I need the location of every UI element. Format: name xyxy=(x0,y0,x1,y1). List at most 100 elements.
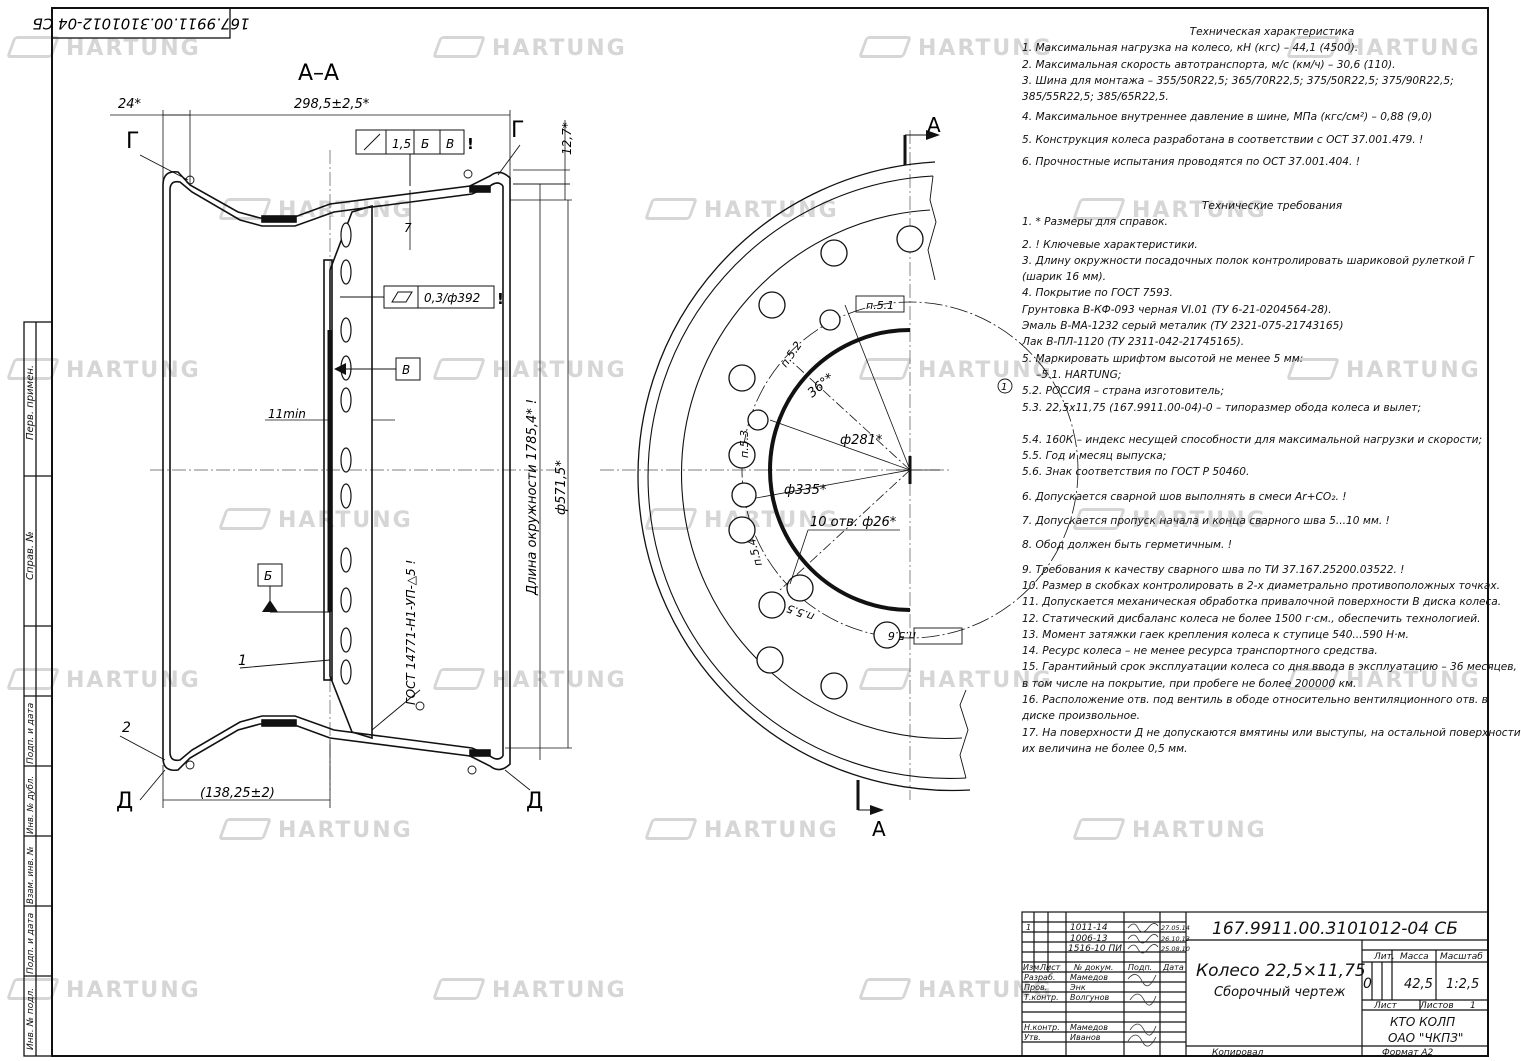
mark-p55: п.5.5 xyxy=(785,602,816,624)
req-line: диске произвольное. xyxy=(1022,710,1141,723)
datum-v xyxy=(345,357,421,381)
weld-note: ГОСТ 14771-Н1-УП-△5 ! xyxy=(404,560,418,705)
side-label-inv-podl: Инв. № подл. xyxy=(26,988,36,1050)
tb-hdr-izm: Изм. xyxy=(1023,963,1042,972)
req-line: 6. Допускается сварной шов выполнять в с… xyxy=(1022,490,1347,503)
req-line: (шарик 16 мм). xyxy=(1022,271,1107,284)
section-label: А–А xyxy=(298,61,339,86)
tb-hdr-date: Дата xyxy=(1162,963,1184,972)
side-strip xyxy=(23,321,53,1057)
tb-rev3-date: 25.08.10 xyxy=(1161,945,1190,953)
watermark: HARTUNG xyxy=(1071,198,1267,223)
req-line: 3. Длину окружности посадочных полок кон… xyxy=(1022,254,1474,267)
watermark: HARTUNG xyxy=(217,508,413,533)
spec-line: 4. Максимальное внутреннее давление в ши… xyxy=(1022,111,1433,124)
dim-7: 7 xyxy=(404,221,412,235)
dim-circumference: Длина окружности 1785,4* ! xyxy=(525,399,540,596)
mark-p52: п.5.2 xyxy=(778,339,805,370)
tb-scale-val: 1:2,5 xyxy=(1446,977,1479,992)
req-line: 5.2. РОССИЯ – страна изготовитель; xyxy=(1022,385,1225,398)
title-block xyxy=(1021,911,1489,1057)
req-line: 4. Покрытие по ГОСТ 7593. xyxy=(1022,287,1173,300)
tb-name: Колесо 22,5×11,75 xyxy=(1196,961,1366,981)
watermark: HARTUNG xyxy=(857,668,1053,693)
req-line: 15. Гарантийный срок эксплуатации колеса… xyxy=(1022,661,1517,674)
tb-sheets: Листов xyxy=(1419,1001,1454,1011)
req-line: 5. Маркировать шрифтом высотой не менее … xyxy=(1022,352,1304,365)
mark-p53: п.5.3 xyxy=(738,430,751,458)
spec-line: 6. Прочностные испытания проводятся по О… xyxy=(1022,156,1360,169)
svg-text:!: ! xyxy=(467,135,474,153)
section-arrow-bottom: А xyxy=(872,817,886,841)
hub-face-view xyxy=(637,161,1079,792)
watermark: HARTUNG xyxy=(5,358,201,383)
dim-offset: (138,25±2) xyxy=(200,786,275,801)
disc-holes xyxy=(340,222,352,685)
mark-p54: п.5.4 xyxy=(745,537,765,568)
spec-line: 1. Максимальная нагрузка на колесо, кН (… xyxy=(1022,42,1359,55)
watermark: HARTUNG xyxy=(431,978,627,1003)
watermark: HARTUNG xyxy=(217,818,413,843)
tb-rev1-doc: 1011-14 xyxy=(1070,923,1108,933)
side-label-inv-dubl: Инв. № дубл. xyxy=(26,776,36,834)
watermark: HARTUNG xyxy=(5,978,201,1003)
watermark: HARTUNG xyxy=(1071,508,1267,533)
vent-holes xyxy=(747,309,841,431)
label-g-right: Г xyxy=(511,118,524,143)
tb-role-2: Пров. xyxy=(1024,983,1047,992)
watermark: HARTUNG xyxy=(5,668,201,693)
tb-org2: ОАО "ЧКПЗ" xyxy=(1388,1031,1463,1045)
callout-2: 2 xyxy=(122,720,131,736)
watermark: HARTUNG xyxy=(431,36,627,61)
req-line: 17. На поверхности Д не допускаются вмят… xyxy=(1022,726,1521,739)
bolt-holes xyxy=(728,225,924,700)
tb-mass-val: 42,5 xyxy=(1404,977,1433,992)
flatness-tolerance-frame xyxy=(340,285,495,309)
tb-role-3: Т.контр. xyxy=(1024,993,1059,1002)
tb-doc-type: Сборочный чертеж xyxy=(1214,985,1346,1000)
side-label-podp2: Подп. и дата xyxy=(26,913,36,974)
technical-requirements: Технические требования 1. * Размеры для … xyxy=(1022,198,1521,757)
runout-datum-v: В xyxy=(446,137,454,151)
runout-value: 1,5 xyxy=(392,137,411,151)
req-line: 16. Расположение отв. под вентиль в обод… xyxy=(1022,694,1488,707)
tb-role-6: Утв. xyxy=(1024,1033,1041,1042)
req-line: 5.5. Год и месяц выпуска; xyxy=(1022,450,1167,463)
watermark: HARTUNG xyxy=(1071,818,1267,843)
tb-role-1: Разраб. xyxy=(1024,973,1055,982)
req-line: 14. Ресурс колеса – не менее ресурса тра… xyxy=(1022,645,1378,658)
tb-hdr-doc: № докум. xyxy=(1073,963,1113,972)
rim-profile xyxy=(162,170,511,772)
side-label-podp1: Подп. и дата xyxy=(26,703,36,764)
req-line: Эмаль В-МА-1232 серый металик (ТУ 2321-0… xyxy=(1022,320,1344,333)
req-line: 7. Допускается пропуск начала и конца св… xyxy=(1022,515,1390,528)
side-label-vzam: Взам. инв. № xyxy=(26,846,36,904)
req-line: 8. Обод должен быть герметичным. ! xyxy=(1022,539,1233,552)
spec-line: 3. Шина для монтажа – 355/50R22,5; 365/7… xyxy=(1022,74,1454,87)
req-line: 10. Размер в скобках контролировать в 2-… xyxy=(1022,579,1500,592)
tb-mass: Масса xyxy=(1400,952,1429,962)
req-line: их величина не более 0,5 мм. xyxy=(1022,742,1188,755)
label-d-left: Д xyxy=(116,789,133,814)
spec-line: 2. Максимальная скорость автотранспорта,… xyxy=(1022,58,1396,71)
tb-hdr-list: Лист xyxy=(1039,963,1061,972)
tb-rev2-date: 26.10.13 xyxy=(1161,935,1190,943)
flatness-value: 0,3/ф392 xyxy=(424,291,480,305)
tb-lit-val: 0 xyxy=(1363,976,1372,992)
spec-line: 385/55R22,5; 385/65R22,5. xyxy=(1022,91,1169,104)
tb-code: 167.9911.00.3101012-04 СБ xyxy=(1212,919,1458,939)
req-line: в том числе на покрытие, при пробеге не … xyxy=(1022,677,1357,690)
watermark: HARTUNG xyxy=(5,36,201,61)
req-line: –5.1. HARTUNG; xyxy=(1036,368,1122,381)
label-g-left: Г xyxy=(126,129,139,154)
req-line: 11. Допускается механическая обработка п… xyxy=(1022,596,1502,609)
stamp-code-text: 167.9911.00.3101012-04 СБ xyxy=(32,15,249,33)
holes-note: 10 отв. ф26* xyxy=(810,515,897,530)
tb-role-5: Н.контр. xyxy=(1024,1023,1060,1032)
side-label-perv: Перв. примен. xyxy=(25,365,36,440)
req-line: 5.6. Знак соответствия по ГОСТ Р 50460. xyxy=(1022,466,1250,479)
technical-characteristics: Техническая характеристика 1. Максимальн… xyxy=(1022,24,1482,170)
section-dimensions xyxy=(110,110,572,808)
req-line: 9. Требования к качеству сварного шва по… xyxy=(1022,563,1405,576)
